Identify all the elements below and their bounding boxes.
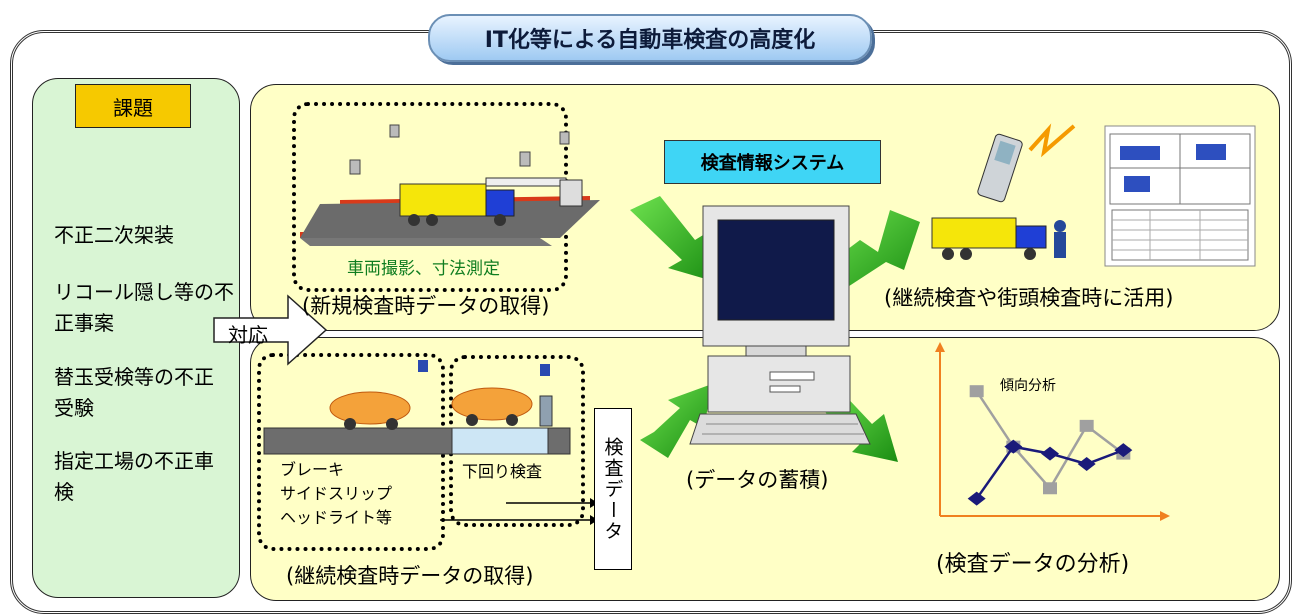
booth (559, 179, 583, 207)
new-inspection-caption: (新規検査時データの取得) (302, 294, 550, 318)
page-title: IT化等による自動車検査の高度化 (428, 14, 872, 62)
drive-bay (769, 385, 801, 393)
road-surface (300, 238, 552, 246)
data-point (967, 491, 986, 506)
data-point (969, 385, 984, 398)
underbody-text: 下回り検査 (462, 462, 543, 481)
camera-icon (519, 151, 531, 167)
signal-lightning (1028, 123, 1076, 158)
test-lane-illustration (263, 360, 571, 455)
inspection-data-label: 検査データ (594, 408, 632, 570)
data-point (1004, 439, 1023, 454)
data-point (1043, 482, 1057, 495)
issue-item: 不正二次架装 (54, 223, 174, 247)
response-arrow (213, 294, 328, 366)
drive-bay (769, 371, 815, 381)
data-point (1079, 419, 1094, 432)
sensor-icon (540, 364, 550, 376)
continuous-inspection-caption: (継続検査時データの取得) (286, 564, 534, 588)
response-label: 対応 (228, 323, 268, 347)
chart-title: 傾向分析 (1000, 377, 1056, 393)
data-point (1114, 443, 1133, 458)
road-deck (300, 200, 600, 238)
system-label: 検査情報システム (664, 140, 881, 184)
issue-item: 替玉受検等の不正受験 (54, 365, 214, 420)
gate-bar (485, 177, 567, 187)
truck-wheel (408, 214, 420, 226)
issue-item: 指定工場の不正車検 (54, 449, 214, 504)
field-inspection-illustration (931, 123, 1076, 260)
data-accumulation-caption: (データの蓄積) (686, 468, 829, 492)
trend-chart (935, 342, 1170, 521)
camera-icon (559, 131, 570, 145)
data-point (1041, 446, 1059, 461)
computer-illustration (689, 205, 871, 445)
truck-wheel (494, 214, 506, 226)
car-icon (329, 391, 411, 425)
measurement-scene-illustration (300, 124, 600, 246)
camera-icon (349, 159, 361, 175)
truck-cab (485, 189, 515, 217)
truck-cargo (931, 217, 1017, 249)
car-icon (451, 387, 533, 421)
data-analysis-caption: (検査データの分析) (936, 552, 1130, 577)
green-arrow-icon (640, 384, 712, 458)
utilization-caption: (継続検査や街頭検査時に活用) (884, 286, 1174, 310)
truck-wheel (426, 214, 438, 226)
issues-header: 課題 (75, 84, 191, 128)
pc-case (707, 355, 851, 413)
green-arrow-icon (630, 196, 716, 282)
inspector-body (1054, 232, 1066, 258)
measure-label: 車両撮影、寸法測定 (347, 259, 500, 279)
data-point (1077, 457, 1096, 471)
series-line-0 (975, 390, 1125, 491)
monitor-screen (717, 219, 835, 321)
pit (451, 427, 549, 455)
truck-cab (1015, 225, 1047, 249)
inspector-head (1054, 220, 1066, 232)
issue-item: リコール隠し等の不正事案 (54, 280, 234, 335)
issues-panel (32, 78, 240, 598)
keyboard (689, 413, 871, 445)
sensor-icon (418, 360, 428, 372)
camera-icon (389, 124, 400, 138)
truck-cargo (399, 183, 487, 217)
tester-device (539, 395, 553, 427)
data-sheet-illustration (1104, 125, 1256, 267)
monitor-stand (745, 345, 807, 357)
brake-test-text: ブレーキ サイドスリップ ヘッドライト等 (280, 460, 393, 527)
